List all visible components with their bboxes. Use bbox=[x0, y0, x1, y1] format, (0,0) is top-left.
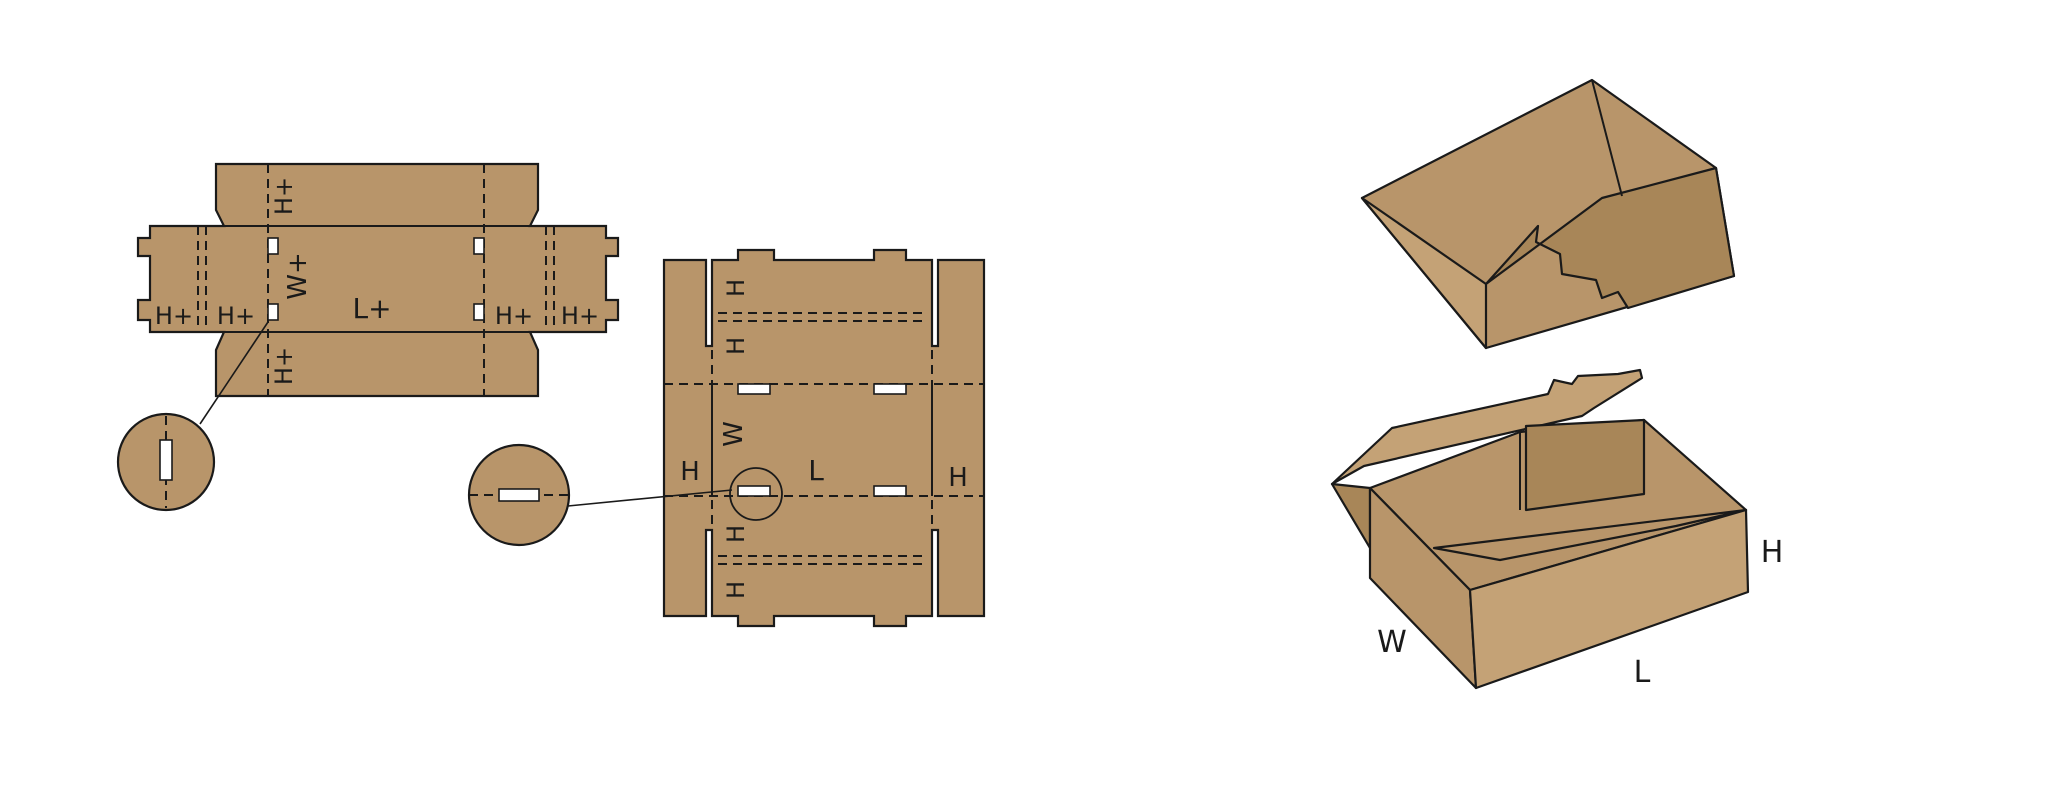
assembled-box: H L W bbox=[1330, 78, 1784, 690]
blank-2-label-length: L bbox=[808, 454, 824, 487]
slot bbox=[267, 303, 279, 321]
slot bbox=[873, 383, 907, 395]
blank-1-label-right-outer: H+ bbox=[561, 302, 599, 330]
slot bbox=[473, 237, 485, 255]
box-label-width: W bbox=[1377, 625, 1407, 660]
blank-1-label-top-flap: H+ bbox=[270, 177, 298, 215]
slot bbox=[473, 303, 485, 321]
blank-1-label-length: L+ bbox=[352, 292, 391, 325]
blank-2-label-width: W bbox=[719, 421, 749, 447]
blank-1-label-bottom-flap: H+ bbox=[270, 347, 298, 385]
blank-2-label-bottom-inner: H bbox=[722, 525, 750, 543]
slot bbox=[873, 485, 907, 497]
detail-ring bbox=[729, 467, 783, 521]
blank-2-label-bottom-outer: H bbox=[722, 581, 750, 599]
slot bbox=[737, 383, 771, 395]
blank-2-label-top-outer: H bbox=[722, 279, 750, 297]
blank-1-label-left-inner: H+ bbox=[217, 302, 255, 330]
slot bbox=[267, 237, 279, 255]
box-label-length: L bbox=[1634, 655, 1651, 690]
box-label-height: H bbox=[1761, 535, 1784, 570]
blank-2-outline bbox=[662, 248, 986, 628]
blank-1: H+ H+ W+ L+ H+ H+ H+ H+ bbox=[116, 162, 620, 512]
box-lid bbox=[1360, 78, 1736, 350]
blank-1-label-right-inner: H+ bbox=[495, 302, 533, 330]
slot bbox=[737, 485, 771, 497]
blank-2-label-right-side: H bbox=[948, 463, 968, 493]
blank-1-label-left-outer: H+ bbox=[155, 302, 193, 330]
blank-2-label-top-inner: H bbox=[722, 337, 750, 355]
blank-2-label-left-side: H bbox=[680, 457, 700, 487]
blank-1-label-width: W+ bbox=[283, 252, 313, 300]
blank-2: H H W L H H H H bbox=[467, 248, 986, 628]
box-base bbox=[1330, 368, 1750, 690]
